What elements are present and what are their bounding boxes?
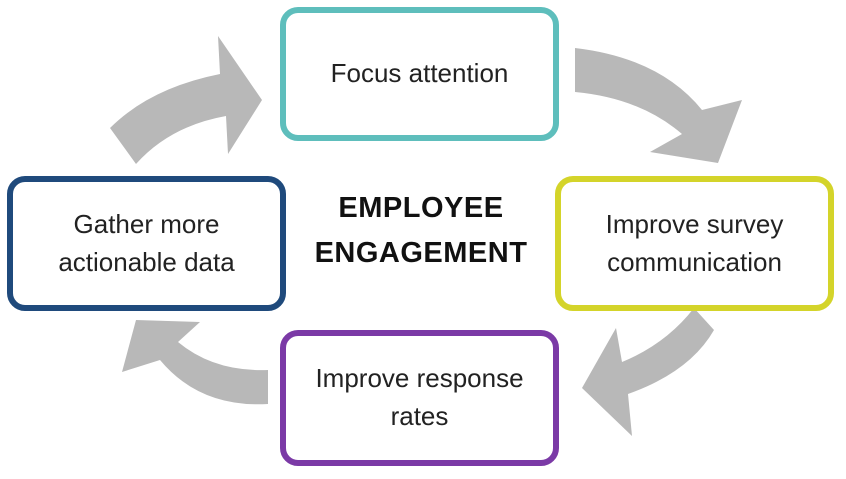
curved-arrow-icon-top-right	[575, 48, 742, 163]
center-title-line2: ENGAGEMENT	[314, 236, 528, 269]
curved-arrow-icon-top-left	[110, 36, 262, 164]
curved-arrow-icon-bottom-right	[582, 308, 714, 436]
node-gather-actionable-data: Gather more actionable data	[7, 176, 286, 311]
node-label: actionable data	[58, 246, 235, 277]
node-label: Focus attention	[330, 58, 509, 89]
node-label: communication	[607, 246, 782, 277]
node-improve-survey-communication: Improve survey communication	[555, 176, 834, 311]
curved-arrow-icon-bottom-left	[122, 320, 268, 405]
node-focus-attention: Focus attention	[280, 7, 559, 141]
node-label: Improve survey	[605, 208, 784, 239]
center-title: EMPLOYEE ENGAGEMENT	[286, 186, 556, 276]
center-title-line1: EMPLOYEE	[338, 192, 504, 224]
node-improve-response-rates: Improve response rates	[280, 330, 559, 466]
node-label: Gather more	[73, 208, 220, 239]
node-label: Improve response	[315, 363, 524, 394]
node-label: rates	[390, 401, 449, 431]
